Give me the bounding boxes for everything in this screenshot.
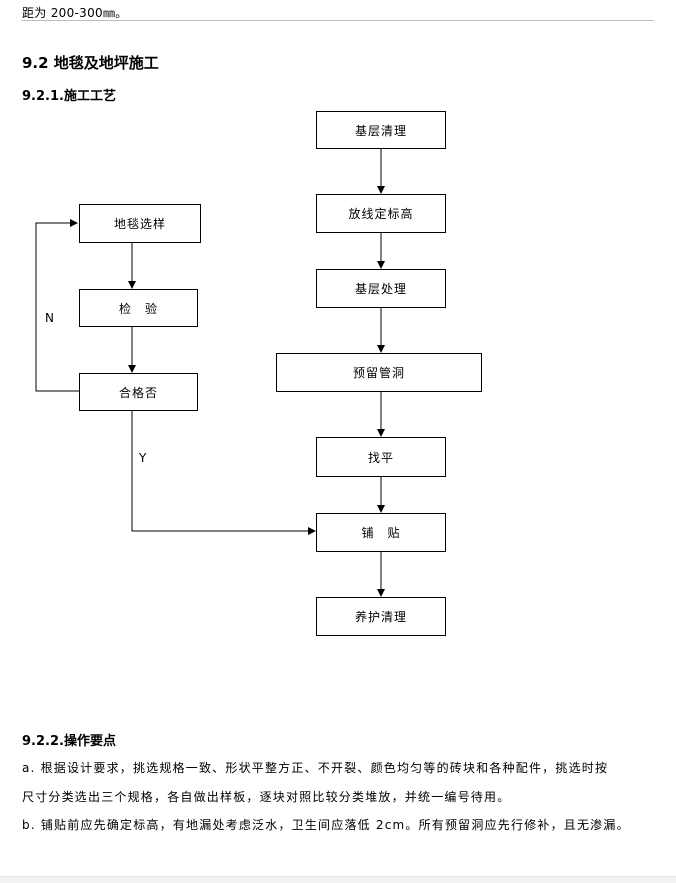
flow-label-n: N — [45, 311, 54, 325]
flow-box-laying: 铺 贴 — [316, 513, 446, 552]
flow-box-level-marking: 放线定标高 — [316, 194, 446, 233]
flow-box-qualified: 合格否 — [79, 373, 198, 411]
flow-box-reserved-holes: 预留管洞 — [276, 353, 482, 392]
flow-box-leveling: 找平 — [316, 437, 446, 477]
flow-box-inspection: 检 验 — [79, 289, 198, 327]
top-text: 距为 200-300㎜。 — [22, 6, 128, 20]
page-bottom-edge — [0, 876, 676, 883]
flow-box-carpet-sample: 地毯选样 — [79, 204, 201, 243]
subsection-title-process: 9.2.1.施工工艺 — [22, 89, 116, 104]
subsection-title-key-points: 9.2.2.操作要点 — [22, 734, 116, 749]
flow-box-base-treatment: 基层处理 — [316, 269, 446, 308]
header-rule — [22, 20, 654, 21]
flow-label-y: Y — [139, 451, 147, 465]
paragraph-b: b. 铺贴前应先确定标高，有地漏处考虑泛水，卫生间应落低 2cm。所有预留洞应先… — [22, 818, 630, 832]
section-title: 9.2 地毯及地坪施工 — [22, 54, 159, 72]
flow-box-maintenance-cleaning: 养护清理 — [316, 597, 446, 636]
paragraph-a-line-1: a. 根据设计要求，挑选规格一致、形状平整方正、不开裂、颜色均匀等的砖块和各种配… — [22, 761, 609, 775]
flow-box-base-cleaning: 基层清理 — [316, 111, 446, 149]
paragraph-a-line-2: 尺寸分类选出三个规格，各自做出样板，逐块对照比较分类堆放，并统一编号待用。 — [22, 790, 511, 804]
